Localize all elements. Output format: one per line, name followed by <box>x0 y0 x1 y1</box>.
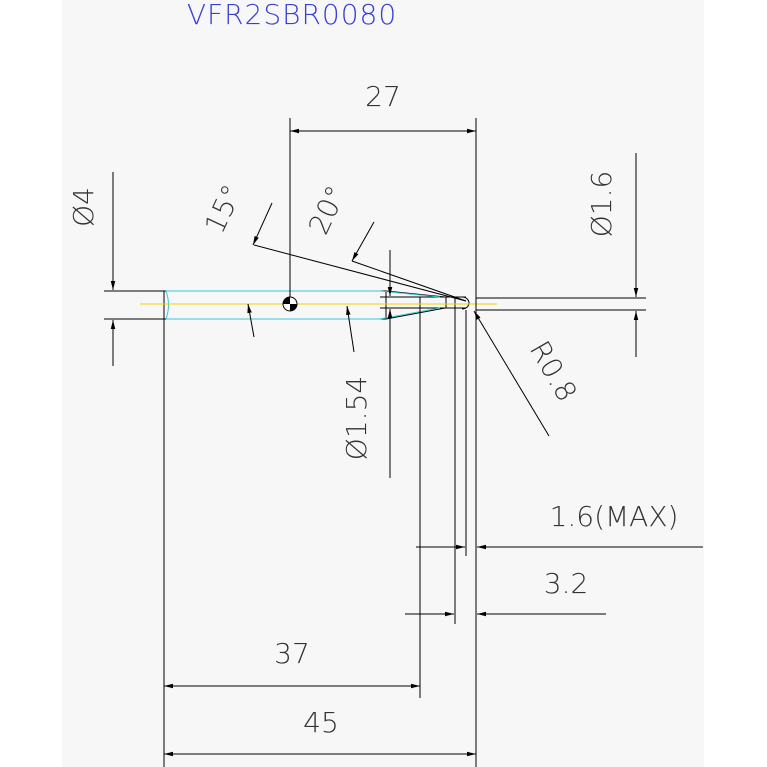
drawing-sheet <box>62 0 704 767</box>
dim-dia-1-54: Ø1.54 <box>340 250 393 478</box>
dim-tip-len-label: 1.6(MAX) <box>550 500 679 533</box>
dim-dia-4-label: Ø4 <box>67 187 100 227</box>
dim-dia-1-6: Ø1.6 <box>476 153 646 357</box>
part-number-title: VFR2SBR0080 <box>187 0 397 31</box>
dim-45-label: 45 <box>303 706 339 739</box>
dim-37-label: 37 <box>274 637 310 670</box>
dim-tip-len: 1.6(MAX) <box>416 310 703 556</box>
dim-27: 27 <box>289 80 477 310</box>
dim-dia-4: Ø4 <box>67 172 116 366</box>
dim-dia-1-6-label: Ø1.6 <box>585 171 618 238</box>
dim-45: 45 <box>164 620 477 767</box>
dim-37: 37 <box>163 308 421 767</box>
dim-27-label: 27 <box>365 80 401 113</box>
dim-flute-len-label: 3.2 <box>544 567 589 600</box>
dim-flute-len: 3.2 <box>405 308 606 624</box>
dim-dia-1-54-label: Ø1.54 <box>340 376 373 460</box>
